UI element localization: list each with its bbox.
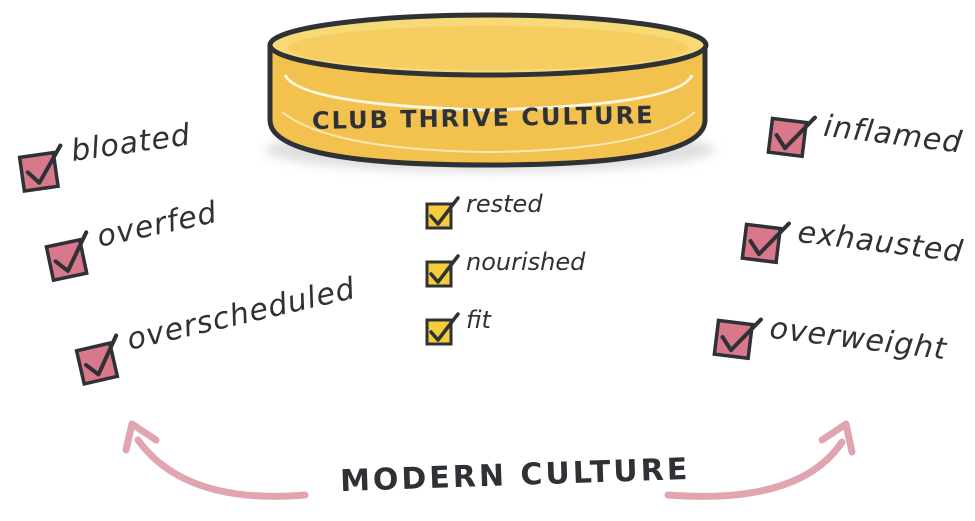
dish-title: CLUB THRIVE CULTURE: [311, 101, 655, 135]
checked-box-icon: [17, 143, 63, 193]
item-label: nourished: [466, 248, 586, 276]
checked-box-icon: [74, 333, 120, 387]
checked-box-icon: [425, 312, 460, 346]
item-label: fit: [466, 306, 491, 334]
checked-box-icon: [425, 254, 460, 288]
checked-box-icon: [425, 196, 460, 230]
checked-box-icon: [712, 317, 763, 361]
checked-box-icon: [740, 221, 791, 265]
checked-box-icon: [766, 115, 817, 159]
item-label: rested: [466, 190, 543, 218]
checked-box-icon: [44, 230, 89, 283]
